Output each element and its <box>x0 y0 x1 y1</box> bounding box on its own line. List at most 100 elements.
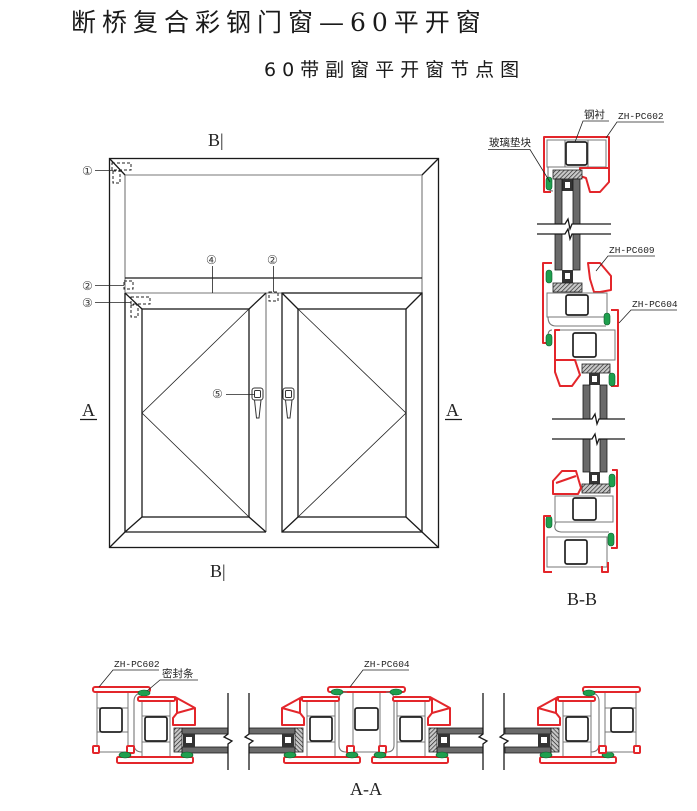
callout-1: ① <box>82 164 93 178</box>
bb-transom-glazing-bead <box>587 262 612 293</box>
bb-leader-sash-profile <box>595 255 655 272</box>
section-aa-title: A-A <box>350 779 382 799</box>
aa-sash-bottom-strip <box>116 756 194 764</box>
callout-4: ④ <box>206 253 217 267</box>
bb-steel-liner <box>565 141 588 166</box>
bb-sill-frame-outline-left <box>543 515 552 573</box>
section-bb: 钢衬 ZH-PC602 玻璃垫块 ZH-PC609 ZH-PC604 B-B <box>488 108 678 609</box>
page-title: 断桥复合彩钢门窗—60平开窗 <box>71 8 487 37</box>
aa-leader-mullion-profile <box>349 669 409 688</box>
aa-sash-bead-inner-line <box>176 707 196 714</box>
left-sash-glass-opening <box>141 308 250 518</box>
detail-marker-1a <box>111 162 132 171</box>
bb-label-glazing-block: 玻璃垫块 <box>489 136 531 149</box>
right-handle-base-inner <box>285 390 292 398</box>
bb-lower-sash-outline <box>554 329 560 360</box>
right-handle-icon <box>282 387 295 419</box>
section-mark-a-left: A <box>82 400 95 420</box>
page-subtitle: 60带副窗平开窗节点图 <box>264 59 526 81</box>
bb-upper-glass <box>537 178 611 271</box>
bb-lower-glass <box>552 384 625 473</box>
detail-marker-3a <box>130 296 151 305</box>
bb-label-sash-profile: ZH-PC609 <box>609 245 655 256</box>
bb-upper-pane-inner-b <box>554 233 563 271</box>
left-sash-opening-indicator <box>141 308 250 518</box>
detail-marker-2-right <box>268 291 279 302</box>
aa-glass-spacer-core <box>186 737 192 743</box>
aa-mullion <box>327 686 406 754</box>
bb-transom-gasket-upper <box>545 269 553 284</box>
aa-break-line-4 <box>498 693 510 770</box>
bb-lower-pane-inner-a <box>582 384 591 420</box>
bb-sill-gasket-upper <box>608 473 616 488</box>
left-sash-outer <box>124 293 266 533</box>
bb-sill-spacer-core <box>592 475 597 481</box>
left-sash <box>124 292 267 533</box>
bb-head-frame-outline <box>543 136 610 193</box>
callout-2-right: ② <box>267 253 278 267</box>
left-handle-base-inner <box>254 390 261 398</box>
bb-sill-bead-inner-line <box>555 475 577 484</box>
aa-frame-gasket <box>137 689 151 697</box>
aa-left-jamb-frame <box>92 686 151 754</box>
bb-lower-sash-head-chamber <box>572 332 597 358</box>
aa-frame-flange <box>92 686 151 693</box>
bb-leader-steel-liner <box>574 120 609 143</box>
aa-mullion-gasket-left <box>330 688 344 696</box>
bb-head-frame-walls <box>564 140 589 167</box>
right-sash-outer <box>281 292 423 533</box>
bb-sill-sash-chamber <box>572 497 597 521</box>
section-bb-title: B-B <box>567 589 597 609</box>
bb-lower-break-line-1 <box>552 412 625 427</box>
bb-label-mullion-profile: ZH-PC604 <box>632 299 678 310</box>
aa-leader-frame-profile <box>98 669 159 688</box>
aa-middle-right-sash <box>371 696 484 764</box>
bb-sill <box>543 469 618 573</box>
aa-mullion-flange <box>327 686 406 693</box>
right-sash <box>281 292 423 533</box>
aa-break-line-3 <box>477 693 489 770</box>
aa-leader-seal-strip <box>146 679 198 692</box>
detail-marker-2-left <box>123 280 134 290</box>
bb-upper-break-line-2 <box>537 227 611 242</box>
aa-label-mullion-profile: ZH-PC604 <box>364 659 410 670</box>
aa-sash-flange <box>137 696 176 702</box>
bb-head-glazing-block <box>552 169 583 180</box>
bb-lower-sash-glazing-block <box>581 363 611 374</box>
bb-leader-mullion-profile <box>618 309 677 324</box>
detail-marker-1b <box>112 170 121 184</box>
left-handle-icon <box>251 387 264 419</box>
bb-lower-sash-glazing-bead <box>554 359 581 387</box>
bb-leader-glazing-block <box>488 149 551 183</box>
aa-frame-steel-liner <box>99 707 123 733</box>
aa-label-seal-strip: 密封条 <box>162 667 194 680</box>
bb-transom <box>542 262 619 387</box>
aa-glass-pane-inner <box>181 727 229 735</box>
section-mark-a-right: A <box>446 400 459 420</box>
section-mark-b-top: B| <box>208 130 224 150</box>
aa-middle-left-sash <box>248 696 361 764</box>
callout-5: ⑤ <box>212 387 223 401</box>
bb-sill-glazing-block <box>581 483 611 494</box>
bb-lower-pane-inner-b <box>582 438 591 473</box>
bb-label-frame-profile: ZH-PC602 <box>618 111 664 122</box>
bb-sill-gasket-left <box>545 515 553 529</box>
section-aa: ZH-PC602 密封条 ZH-PC604 A-A <box>92 659 641 799</box>
bb-lower-sash-gasket-right <box>608 372 616 387</box>
right-sash-miters <box>281 292 423 533</box>
bb-lower-pane-outer-b <box>599 438 608 473</box>
aa-sash-gasket-left <box>118 751 132 759</box>
aa-sash-chamber <box>144 716 168 742</box>
bb-sill-frame-foot-right <box>601 562 609 573</box>
right-sash-glass-opening <box>297 308 407 518</box>
left-handle-lever <box>253 399 262 419</box>
right-handle-lever <box>284 399 293 419</box>
outer-frame <box>108 157 440 549</box>
window-elevation: ① ② ③ ④ ② ⑤ B| B| A A <box>80 130 462 581</box>
bb-label-steel-liner: 钢衬 <box>584 108 605 121</box>
bb-lower-pane-outer-a <box>599 384 608 420</box>
aa-mullion-gasket-right <box>389 688 403 696</box>
callout-2-left: ② <box>82 279 93 293</box>
